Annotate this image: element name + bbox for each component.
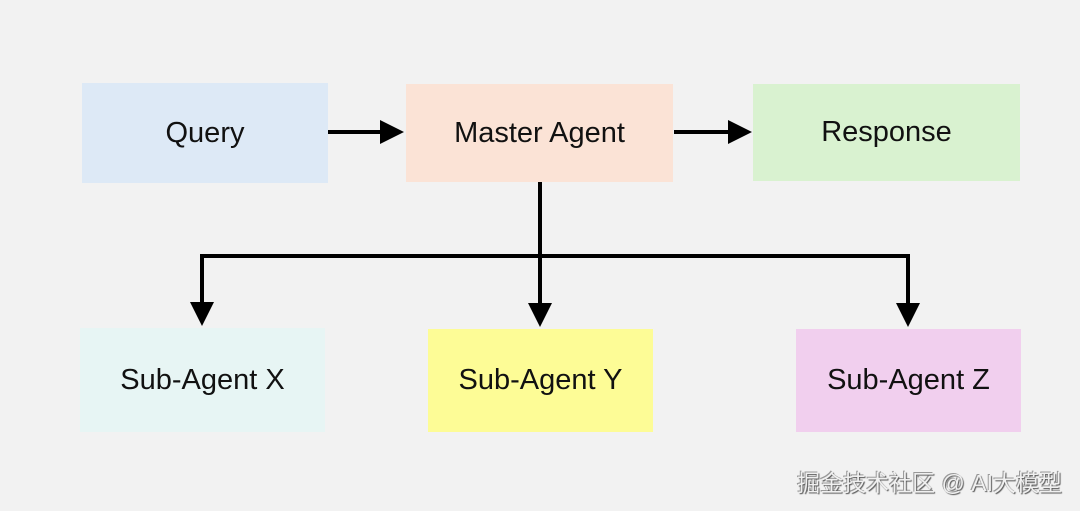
edge-master-sub-z bbox=[540, 254, 920, 327]
response-node: Response bbox=[753, 84, 1020, 181]
master-agent-node: Master Agent bbox=[406, 84, 673, 182]
sub-agent-y-node: Sub-Agent Y bbox=[428, 329, 653, 432]
response-label: Response bbox=[821, 116, 952, 148]
query-label: Query bbox=[165, 116, 245, 149]
sub-agent-x-label: Sub-Agent X bbox=[120, 363, 285, 396]
sub-agent-y-label: Sub-Agent Y bbox=[458, 364, 623, 396]
query-node: Query bbox=[82, 83, 328, 183]
watermark: 掘金技术社区 @ AI大模型 bbox=[797, 470, 1062, 496]
sub-agent-z-node: Sub-Agent Z bbox=[796, 329, 1021, 432]
sub-agent-x-node: Sub-Agent X bbox=[80, 328, 325, 432]
sub-agent-z-label: Sub-Agent Z bbox=[827, 364, 990, 396]
edge-master-sub-x bbox=[190, 254, 540, 326]
master-agent-label: Master Agent bbox=[454, 116, 625, 149]
